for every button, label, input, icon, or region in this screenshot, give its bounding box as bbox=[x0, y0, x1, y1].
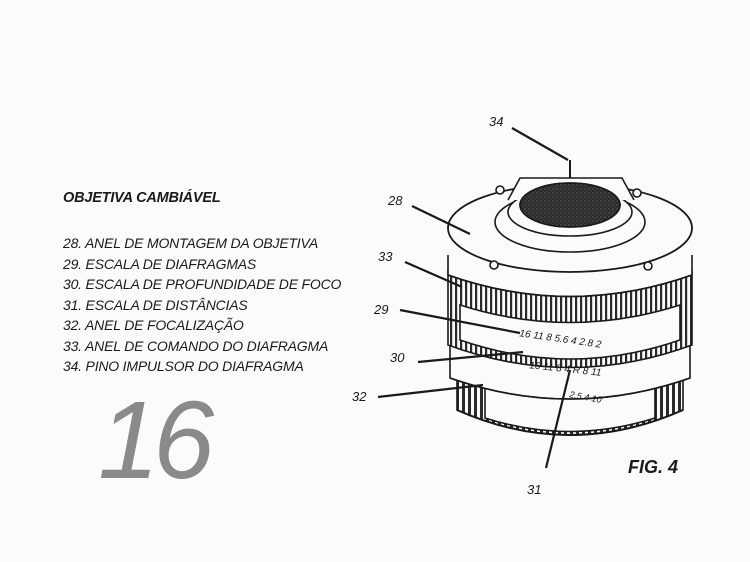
leader-32 bbox=[377, 383, 484, 399]
page-number: 16 bbox=[98, 379, 214, 502]
callout-30: 30 bbox=[390, 350, 405, 365]
callout-28: 28 bbox=[388, 193, 403, 208]
leader-33 bbox=[404, 260, 463, 289]
callout-34: 34 bbox=[489, 114, 504, 129]
part-item-33: 33. ANEL DE COMANDO DO DIAFRAGMA bbox=[63, 337, 329, 354]
leader-lines bbox=[377, 127, 572, 469]
callout-31: 31 bbox=[527, 482, 542, 497]
leader-29 bbox=[399, 308, 521, 335]
part-item-29: 29. ESCALA DE DIAFRAGMAS bbox=[63, 255, 257, 272]
callout-32: 32 bbox=[352, 389, 367, 404]
part-item-30: 30. ESCALA DE PROFUNDIDADE DE FOCO bbox=[63, 276, 342, 292]
leader-28 bbox=[411, 205, 471, 235]
part-item-34: 34. PINO IMPULSOR DO DIAFRAGMA bbox=[63, 358, 304, 374]
part-item-32: 32. ANEL DE FOCALIZAÇÃO bbox=[63, 317, 244, 333]
part-item-28: 28. ANEL DE MONTAGEM DA OBJETIVA bbox=[63, 235, 318, 251]
part-item-31: 31. ESCALA DE DISTÂNCIAS bbox=[63, 296, 248, 313]
leader-30 bbox=[417, 350, 524, 364]
section-title: OBJETIVA CAMBIÁVEL bbox=[63, 190, 221, 206]
callout-33: 33 bbox=[378, 249, 393, 264]
figure-label: FIG. 4 bbox=[628, 457, 679, 477]
parts-list: 28. ANEL DE MONTAGEM DA OBJETIVA 29. ESC… bbox=[63, 233, 341, 377]
callout-29: 29 bbox=[374, 302, 389, 317]
leader-31 bbox=[544, 369, 572, 469]
leader-34 bbox=[511, 127, 569, 161]
